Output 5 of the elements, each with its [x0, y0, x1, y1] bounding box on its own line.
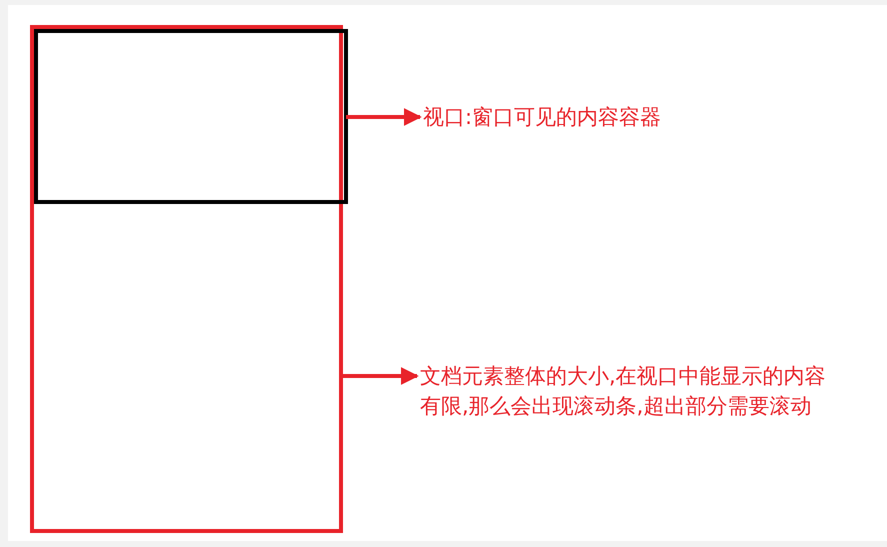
annotation-text: 视口:窗口可见的内容容器	[423, 104, 662, 131]
annotation-text: 文档元素整体的大小,在视口中能显示的内容有限,那么会出现滚动条,超出部分需要滚动	[420, 363, 827, 420]
arrow	[346, 108, 422, 126]
arrow	[341, 367, 419, 385]
viewport-box	[34, 29, 348, 204]
